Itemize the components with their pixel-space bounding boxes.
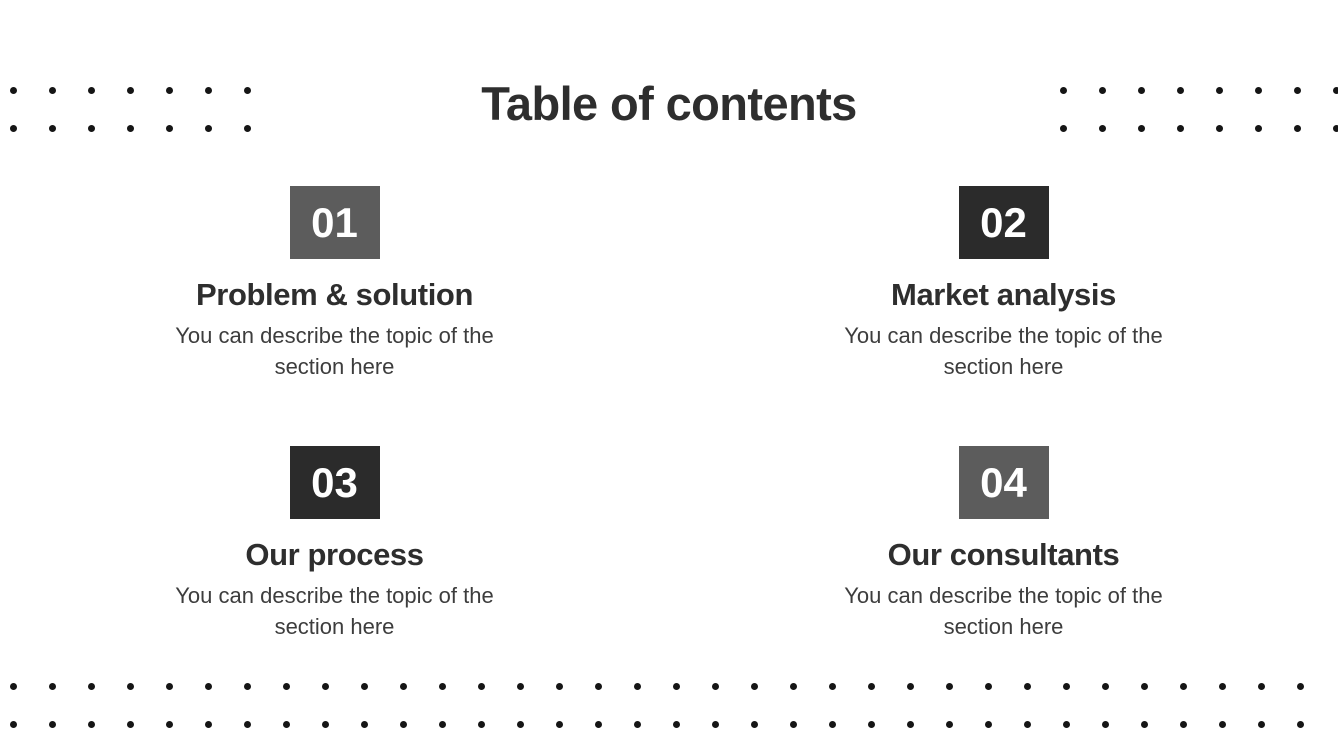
- section-description-01: You can describe the topic of the sectio…: [175, 323, 494, 380]
- section-title-04: Our consultants: [887, 537, 1120, 572]
- decorative-dot: [556, 721, 563, 728]
- section-title-01: Problem & solution: [196, 277, 473, 312]
- decorative-dot: [1024, 721, 1031, 728]
- page-title: Table of contents: [481, 77, 857, 130]
- toc-item-01[interactable]: 01 Problem & solution You can describe t…: [0, 186, 669, 446]
- decorative-dot: [1180, 721, 1187, 728]
- decorative-dot: [946, 721, 953, 728]
- decorative-dot: [1219, 721, 1226, 728]
- decorative-dot: [1141, 721, 1148, 728]
- decorative-dot: [829, 721, 836, 728]
- decorative-dot: [283, 721, 290, 728]
- section-description-02: You can describe the topic of the sectio…: [844, 323, 1163, 380]
- section-description-04: You can describe the topic of the sectio…: [844, 583, 1163, 640]
- table-of-contents-grid: 01 Problem & solution You can describe t…: [0, 186, 1338, 706]
- decorative-dot: [1063, 721, 1070, 728]
- decorative-dot: [10, 721, 17, 728]
- decorative-dot: [790, 721, 797, 728]
- toc-item-04[interactable]: 04 Our consultants You can describe the …: [669, 446, 1338, 706]
- decorative-dot: [400, 721, 407, 728]
- section-number-badge-02: 02: [958, 186, 1049, 259]
- section-number-badge-03: 03: [289, 446, 380, 519]
- decorative-dot: [361, 721, 368, 728]
- section-number-badge-04: 04: [958, 446, 1049, 519]
- decorative-dot: [751, 721, 758, 728]
- decorative-dot: [1102, 721, 1109, 728]
- decorative-dot: [88, 721, 95, 728]
- decorative-dot: [322, 721, 329, 728]
- section-title-02: Market analysis: [891, 277, 1116, 312]
- decorative-dot: [244, 721, 251, 728]
- decorative-dot: [127, 721, 134, 728]
- decorative-dot: [634, 721, 641, 728]
- decorative-dot: [712, 721, 719, 728]
- section-description-03: You can describe the topic of the sectio…: [175, 583, 494, 640]
- decorative-dot: [1258, 721, 1265, 728]
- decorative-dot: [907, 721, 914, 728]
- toc-item-02[interactable]: 02 Market analysis You can describe the …: [669, 186, 1338, 446]
- decorative-dot: [517, 721, 524, 728]
- decorative-dot: [868, 721, 875, 728]
- section-number-badge-01: 01: [289, 186, 380, 259]
- decorative-dot: [595, 721, 602, 728]
- decorative-dot: [478, 721, 485, 728]
- decorative-dot: [439, 721, 446, 728]
- decorative-dot: [49, 721, 56, 728]
- section-title-03: Our process: [245, 537, 424, 572]
- decorative-dot: [673, 721, 680, 728]
- toc-item-03[interactable]: 03 Our process You can describe the topi…: [0, 446, 669, 706]
- decorative-dot: [205, 721, 212, 728]
- decorative-dot: [1297, 721, 1304, 728]
- decorative-dot: [166, 721, 173, 728]
- decorative-dot: [985, 721, 992, 728]
